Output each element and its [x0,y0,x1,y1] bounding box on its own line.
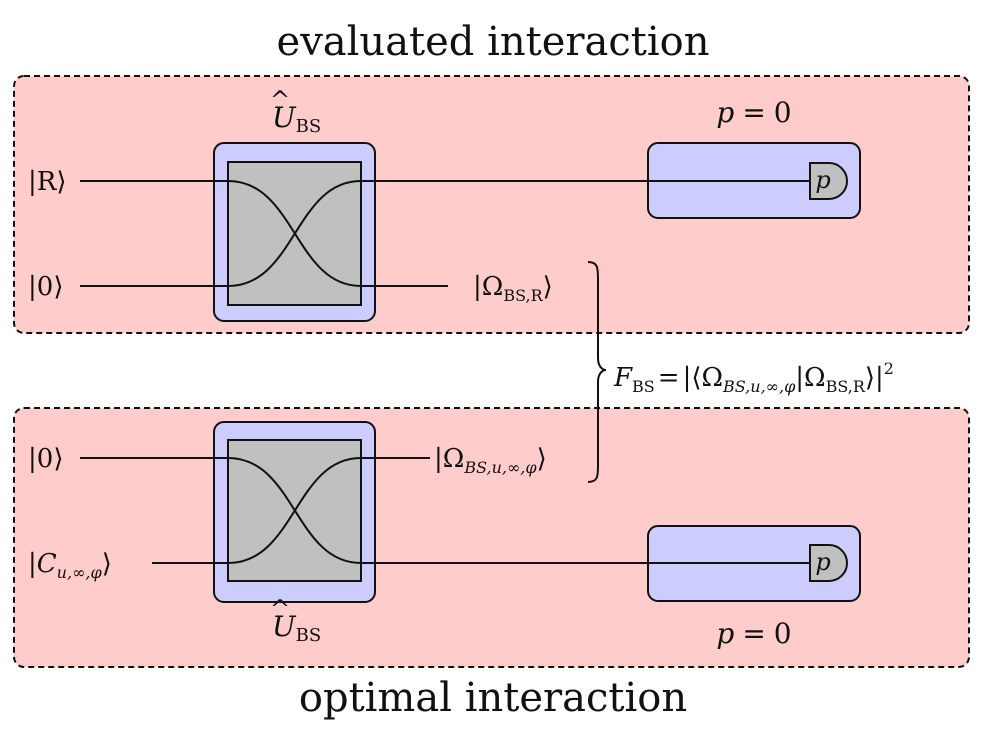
top-detector-icon [809,162,848,200]
bottom-output-label: |ΩBS,u,∞,φ⟩ [434,444,547,477]
fidelity-equation: FBS=|⟨ΩBS,u,∞,φ|ΩBS,R⟩|2 [613,359,894,396]
top-detector-param: p=0 [716,96,791,129]
top-unitary-hat: ^ [270,86,290,114]
top-input-1-label: |R⟩ [28,167,67,197]
bottom-input-1-label: |0⟩ [28,444,63,474]
bottom-detector-param: p=0 [716,617,791,650]
bottom-title: optimal interaction [299,675,687,721]
bottom-unitary-label: UBS [272,610,321,646]
bottom-unitary-hat: ^ [270,595,290,623]
top-title: evaluated interaction [277,19,710,65]
top-input-2-label: |0⟩ [28,272,63,302]
bottom-detector-letter: p [815,548,830,576]
top-unitary-label: UBS [272,101,321,137]
top-crossing-wire-b [227,180,362,287]
bottom-input-2-label: |Cu,∞,φ⟩ [28,549,112,582]
bottom-crossing-wire-b [227,457,362,564]
top-output-label: |ΩBS,R⟩ [473,272,553,305]
top-detector-letter: p [815,166,830,194]
bottom-detector-icon [809,544,848,582]
fidelity-brace [587,261,607,483]
